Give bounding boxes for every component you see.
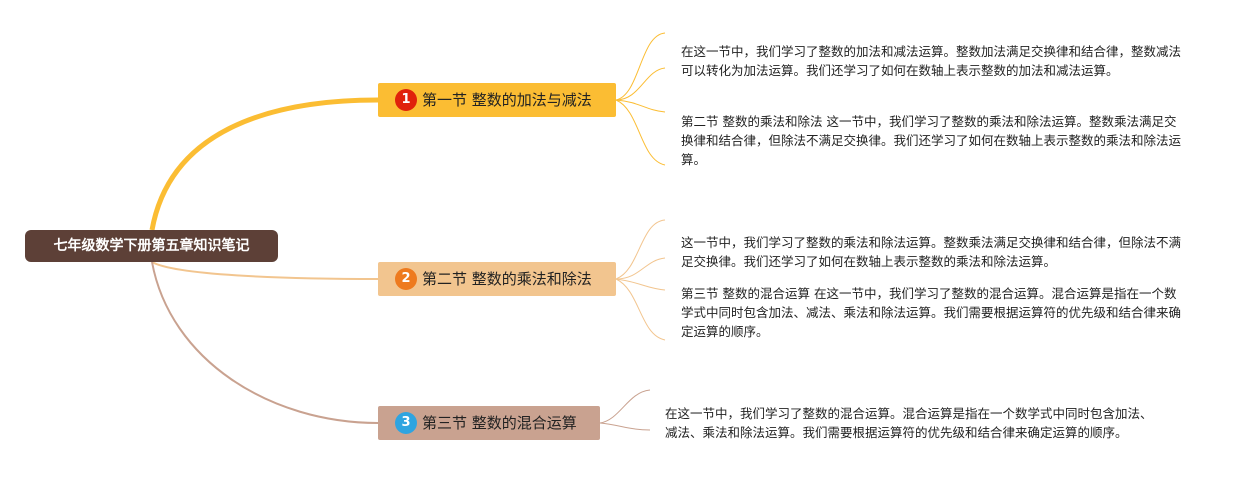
connector-root-branch-3 <box>151 261 379 424</box>
connector-branch-2-leaf-1 <box>615 219 666 280</box>
branch-node-2[interactable]: 2 第二节 整数的乘法和除法 <box>378 262 616 296</box>
branch-label-3: 第三节 整数的混合运算 <box>422 414 577 432</box>
branch-node-3[interactable]: 3 第三节 整数的混合运算 <box>378 406 600 440</box>
connector-branch-1-leaf-2b <box>615 99 666 166</box>
branch-node-1[interactable]: 1 第一节 整数的加法与减法 <box>378 83 616 117</box>
connector-root-branch-1 <box>149 97 379 231</box>
number-badge-2-icon: 2 <box>395 268 417 290</box>
number-badge-3-icon: 3 <box>395 412 417 434</box>
leaf-node-2-1[interactable]: 这一节中，我们学习了整数的乘法和除法运算。整数乘法满足交换律和结合律，但除法不满… <box>681 235 1182 269</box>
connector-root-branch-2 <box>151 261 379 280</box>
leaf-node-1-1[interactable]: 在这一节中，我们学习了整数的加法和减法运算。整数加法满足交换律和结合律，整数减法… <box>681 44 1182 78</box>
branch-label-1: 第一节 整数的加法与减法 <box>422 91 592 109</box>
leaf-node-2-2[interactable]: 第三节 整数的混合运算 在这一节中，我们学习了整数的混合运算。混合运算是指在一个… <box>681 286 1182 339</box>
connector-branch-1-leaf-1 <box>615 32 666 101</box>
leaf-node-1-2[interactable]: 第二节 整数的乘法和除法 这一节中，我们学习了整数的乘法和除法运算。整数乘法满足… <box>681 114 1182 167</box>
connector-branch-1-leaf-2 <box>615 99 666 113</box>
connector-branch-2-leaf-1b <box>615 257 666 280</box>
connector-branch-3-leaf-1 <box>599 389 651 424</box>
root-node[interactable]: 七年级数学下册第五章知识笔记 <box>25 230 278 262</box>
connector-branch-2-leaf-2 <box>615 278 666 291</box>
branch-label-2: 第二节 整数的乘法和除法 <box>422 270 592 288</box>
connector-branch-1-leaf-1b <box>615 67 666 101</box>
connector-branch-2-leaf-2b <box>615 278 666 341</box>
leaf-node-3-1[interactable]: 在这一节中，我们学习了整数的混合运算。混合运算是指在一个数学式中同时包含加法、减… <box>665 406 1153 440</box>
number-badge-1-icon: 1 <box>395 89 417 111</box>
connector-branch-3-leaf-1b <box>599 422 651 431</box>
